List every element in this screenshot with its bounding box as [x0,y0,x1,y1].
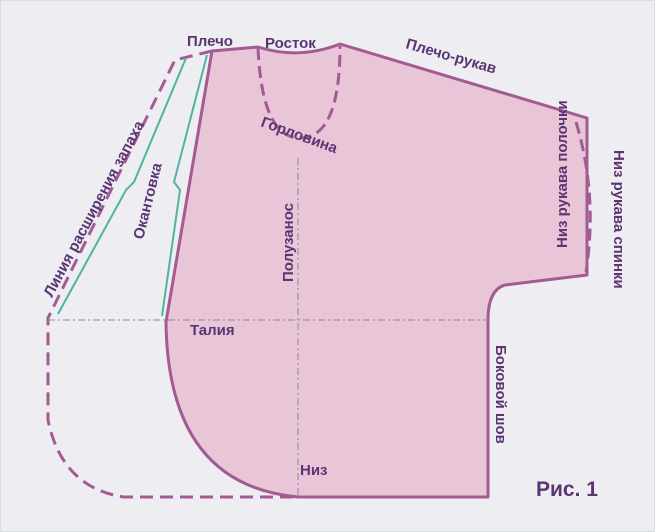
label-wrap-extension-line: Линия расширения запаха [41,117,149,299]
label-back-sleeve-bottom: Низ рукава спинки [610,150,627,289]
wrap-extension-dashed-line [46,49,298,499]
binding-strip-inner [161,54,208,317]
label-neck-base: Росток [265,35,316,52]
label-shoulder: Плечо [187,33,233,50]
label-waist: Талия [190,322,235,339]
neckline-dashed-curve [256,45,342,140]
label-side-seam: Боковой шов [492,345,509,444]
label-half-wrap: Полузанос [280,203,297,282]
garment-piece [164,42,589,499]
label-front-sleeve-bottom-line1: Низ рукава полочки [554,100,571,248]
binding-strip-outer [57,57,187,315]
label-figure-number: Рис. 1 [536,478,598,501]
sleeve-inner-dashed-line [574,121,592,273]
label-binding: Окантовка [130,161,166,241]
label-hem: Низ [300,462,328,479]
